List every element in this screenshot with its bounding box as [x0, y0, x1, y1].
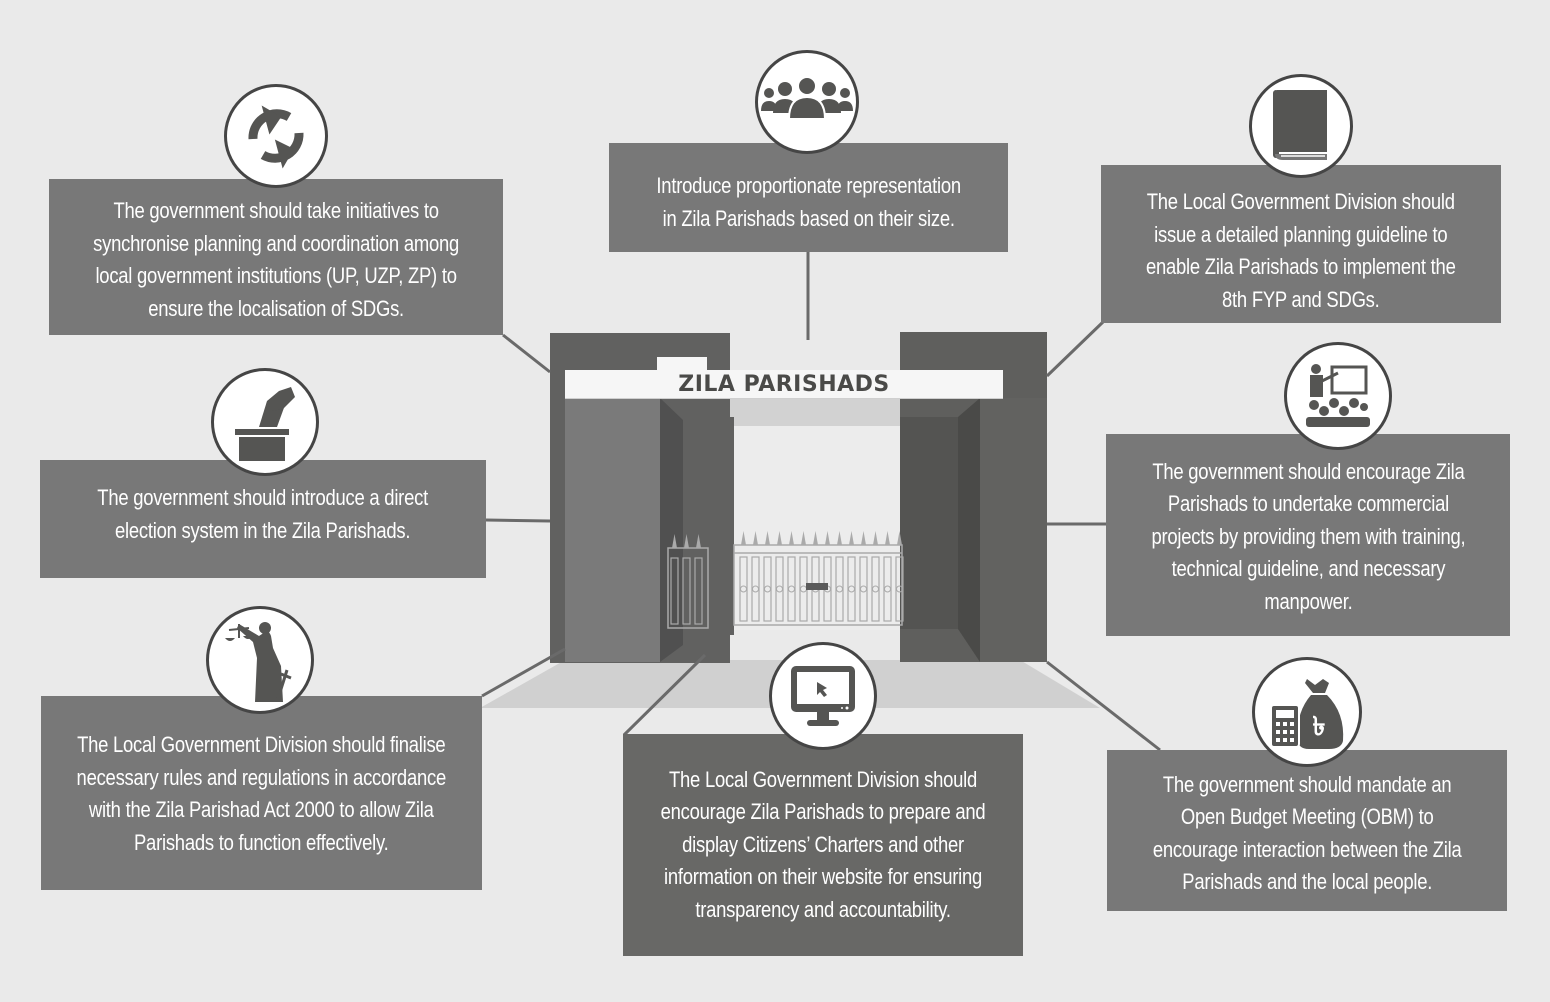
fence-spike [861, 531, 866, 545]
fence-spike [897, 531, 902, 545]
fence-spike [753, 531, 758, 545]
fence-ring [884, 585, 891, 593]
right-pillar-side [958, 398, 980, 662]
fence-ring [740, 585, 747, 593]
fence-ring [872, 585, 879, 593]
connector-line [1046, 660, 1161, 752]
fence-spike [885, 531, 890, 545]
fence-spike [789, 531, 794, 545]
left-sign-plate [657, 357, 707, 371]
right-pillar-inner [900, 417, 958, 629]
refresh-icon [248, 105, 304, 169]
svg-text:৳: ৳ [1313, 712, 1326, 742]
icon-circle [224, 84, 328, 188]
gate-sign-title: ZILA PARISHADS [678, 371, 890, 397]
recommendation-box-citizens-charters: The Local Government Division should enc… [623, 734, 1023, 956]
connector-line [481, 647, 566, 698]
fence-spike [765, 531, 770, 545]
icon-circle [755, 50, 859, 154]
recommendation-text: The Local Government Division should iss… [1146, 189, 1456, 312]
fence-ring [776, 585, 783, 593]
group-icon [761, 77, 853, 120]
connector-line [1045, 320, 1105, 378]
gate-sign: ZILA PARISHADS [565, 370, 1003, 399]
fence-ring [752, 585, 759, 593]
recommendation-box-commercial-projects: The government should encourage Zila Par… [1106, 434, 1510, 636]
right-pillar-front [980, 398, 1047, 662]
fence-spike [837, 531, 842, 545]
fence-spike [801, 531, 806, 545]
fence-ring [836, 585, 843, 593]
fence-ring [848, 585, 855, 593]
computer-monitor-icon [791, 666, 855, 726]
left-pillar-side [660, 398, 683, 662]
recommendation-text: Introduce proportionate representation i… [656, 173, 961, 231]
fence-spike [684, 534, 689, 548]
fence-spike [873, 531, 878, 545]
fence-spike [741, 531, 746, 545]
connector-line [502, 333, 551, 374]
fence-spike [813, 531, 818, 545]
fence-spike [777, 531, 782, 545]
connector-lines [481, 252, 1161, 752]
recommendation-text: The Local Government Division should fin… [76, 732, 447, 855]
recommendation-text: The government should take initiatives t… [93, 198, 459, 321]
recommendation-text: The government should introduce a direct… [97, 485, 429, 543]
book-icon [1273, 90, 1327, 160]
connector-line [485, 518, 551, 523]
training-icon [1306, 364, 1370, 427]
recommendation-text: The Local Government Division should enc… [660, 766, 986, 922]
recommendation-box-rules-regulations: The Local Government Division should fin… [41, 696, 482, 890]
recommendation-text: The government should encourage Zila Par… [1151, 458, 1465, 614]
fence-spike [849, 531, 854, 545]
recommendation-box-proportionate-representation: Introduce proportionate representation i… [609, 143, 1008, 252]
connector-line [622, 653, 707, 737]
fence-bar [682, 557, 691, 625]
fence-ring [764, 585, 771, 593]
fence-ring [860, 585, 867, 593]
icon-circle [1284, 342, 1392, 450]
inner-left-column [708, 417, 734, 635]
icon-circle: ৳ [1252, 657, 1362, 767]
recommendation-box-synchronise-planning: The government should take initiatives t… [49, 179, 503, 335]
recommendation-box-open-budget-meeting: The government should mandate an Open Bu… [1107, 750, 1507, 911]
icon-circle [206, 606, 314, 714]
gate-lock [806, 583, 828, 590]
fence-spike [825, 531, 830, 545]
icon-circle [211, 368, 319, 476]
recommendation-box-planning-guideline: The Local Government Division should iss… [1101, 165, 1501, 323]
left-pillar-front [565, 398, 660, 662]
fence-spike [696, 534, 701, 548]
fence-bar [670, 557, 679, 625]
icon-circle [1249, 74, 1353, 178]
recommendation-box-direct-election: The government should introduce a direct… [40, 460, 486, 578]
fence-ring [896, 585, 903, 593]
recommendation-text: The government should mandate an Open Bu… [1152, 771, 1462, 895]
fence-spike [672, 534, 677, 548]
ballot-box-icon [235, 387, 295, 461]
fence-ring [788, 585, 795, 593]
fence-bar [694, 557, 703, 625]
gate-fence [667, 531, 904, 629]
justice-statue-icon [225, 622, 292, 702]
icon-circle [769, 642, 877, 750]
budget-calculator-money-bag-icon: ৳ [1270, 679, 1344, 749]
